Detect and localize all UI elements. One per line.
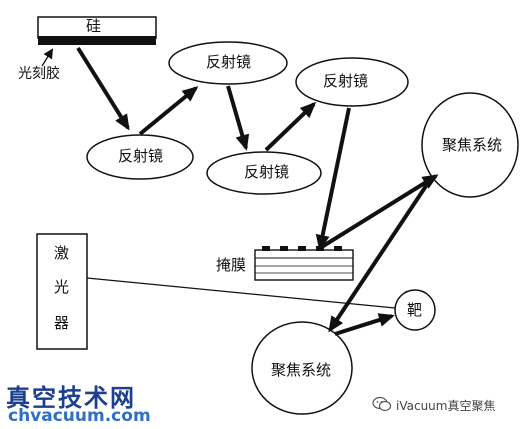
mirror-1 <box>168 41 288 85</box>
laser-box <box>36 233 88 350</box>
mirror-2-label: 反射镜 <box>118 147 164 165</box>
target <box>394 289 436 331</box>
mirror-1-label: 反射镜 <box>206 53 252 71</box>
laser-label-char-1: 激 <box>54 244 70 262</box>
focusing-system-upper-label: 聚焦系统 <box>442 136 503 154</box>
focusing-system-upper <box>421 92 519 198</box>
mirror-3 <box>295 57 409 107</box>
mask-label: 掩膜 <box>216 256 247 274</box>
arrow-focus-upper-to-focus-lower <box>328 178 432 333</box>
laser-label-char-2: 光 <box>54 278 70 296</box>
arrow-focus-lower-to-target <box>334 313 395 336</box>
mirror-4-label: 反射镜 <box>244 163 290 181</box>
laser-label-char-3: 器 <box>54 314 70 332</box>
focusing-system-lower <box>251 321 353 415</box>
silicon-label: 硅 <box>86 17 102 35</box>
focusing-system-lower-label: 聚焦系统 <box>271 361 332 379</box>
silicon-wafer <box>37 16 157 45</box>
arrow-mirror1-to-mirror4 <box>226 85 250 151</box>
laser-beam <box>86 277 396 309</box>
mirror-2 <box>86 134 194 180</box>
arrow-wafer-to-mirror2 <box>76 46 130 131</box>
mirror-3-label: 反射镜 <box>323 72 369 90</box>
channel-watermark: iVacuum真空聚焦 <box>396 399 496 413</box>
arrow-mirror2-to-mirror1 <box>138 86 199 136</box>
target-label: 靶 <box>407 301 423 319</box>
wechat-icon <box>372 396 392 412</box>
site-watermark-chinese: 真空技术网 <box>6 383 136 412</box>
photoresist-label: 光刻胶 <box>18 66 60 82</box>
light-path-arrows <box>76 46 439 336</box>
site-watermark-url: chvacuum.com <box>8 406 151 426</box>
arrow-mask-to-focus-upper <box>318 174 439 250</box>
mirror-4 <box>206 151 322 195</box>
arrow-mirror3-to-mask <box>315 107 351 251</box>
photoresist-pointer <box>41 48 54 67</box>
arrow-mirror4-to-mirror3 <box>264 101 317 152</box>
mask <box>254 246 354 281</box>
